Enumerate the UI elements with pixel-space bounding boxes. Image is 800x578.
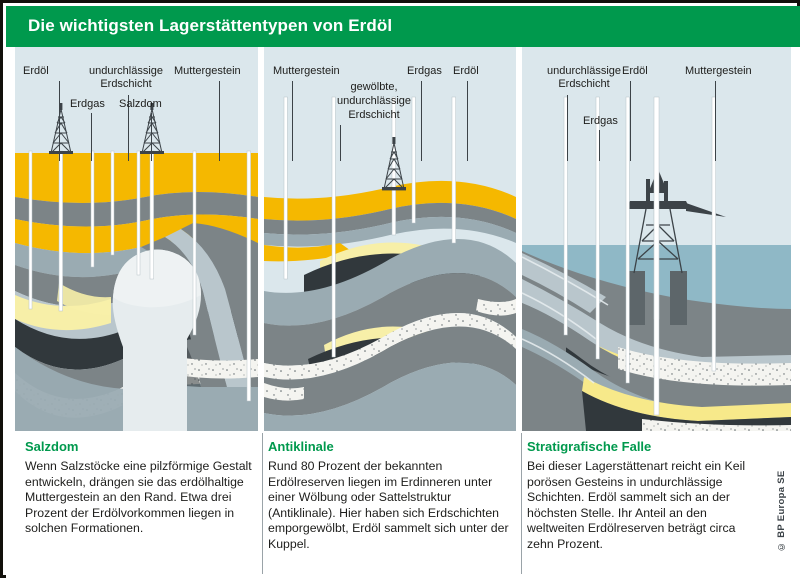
copyright-notice: © BP Europa SE: [776, 470, 787, 552]
caption-stratigrafische-falle: Stratigrafische Falle Bei dieser Lagerst…: [527, 439, 765, 553]
panel-salzdom-illustration: [15, 47, 258, 431]
caption-stratigrafische-falle-heading: Stratigrafische Falle: [527, 439, 652, 454]
leader-panel1-salzdom: [151, 113, 152, 161]
caption-stratigrafische-falle-body: Bei dieser Lagerstättenart reicht ein Ke…: [527, 459, 746, 551]
leader-panel1-muttergestein: [219, 81, 220, 161]
leader-panel1-erdgas: [91, 113, 92, 161]
panel-antiklinale-illustration: [264, 47, 516, 431]
label-panel2-erdgas: Erdgas: [407, 65, 442, 77]
caption-divider-1: [262, 433, 263, 574]
label-panel3-muttergestein: Muttergestein: [685, 65, 752, 77]
leader-panel2-muttergestein: [292, 81, 293, 161]
caption-antiklinale-body: Rund 80 Prozent der bekannten Erdölreser…: [268, 459, 509, 551]
caption-antiklinale-heading: Antiklinale: [268, 439, 334, 454]
panel-stratigrafische-falle-illustration: [522, 47, 791, 431]
label-panel2-erdoel: Erdöl: [453, 65, 479, 77]
label-panel3-erdoel: Erdöl: [622, 65, 648, 77]
leader-panel2-gewoelbte-undurchlaessige-erdschicht: [340, 125, 341, 161]
stratigraphic-trap-cross-section: [522, 47, 791, 431]
label-panel1-erdgas: Erdgas: [70, 98, 105, 110]
label-panel2-muttergestein: Muttergestein: [273, 65, 340, 77]
anticline-cross-section: [264, 47, 516, 431]
leader-panel1-undurchlaessige-erdschicht: [128, 95, 129, 161]
illustration-area: Erdöl undurchlässige Erdschicht Mutterge…: [6, 47, 800, 431]
salt-dome-cross-section: [15, 47, 258, 431]
derrick-tower: [382, 137, 406, 191]
caption-area: Salzdom Wenn Salzstöcke eine pilzförmige…: [6, 431, 800, 578]
caption-antiklinale: Antiklinale Rund 80 Prozent der bekannte…: [268, 439, 513, 553]
caption-salzdom-heading: Salzdom: [25, 439, 79, 454]
page-title: Die wichtigsten Lagerstättentypen von Er…: [28, 16, 393, 35]
label-panel3-erdgas: Erdgas: [583, 115, 618, 127]
label-panel1-salzdom: Salzdom: [119, 98, 162, 110]
leader-panel3-erdgas: [599, 130, 600, 161]
leader-panel2-erdgas: [421, 81, 422, 161]
label-panel2-gewoelbte-undurchlaessige-erdschicht: gewölbte, undurchlässige Erdschicht: [337, 81, 411, 121]
leader-panel2-erdoel: [467, 81, 468, 161]
caption-divider-2: [521, 433, 522, 574]
leader-panel1-erdoel: [59, 81, 60, 161]
label-panel1-muttergestein: Muttergestein: [174, 65, 241, 77]
leader-panel3-muttergestein: [715, 81, 716, 161]
label-panel1-undurchlaessige-erdschicht: undurchlässige Erdschicht: [89, 65, 163, 90]
caption-salzdom: Salzdom Wenn Salzstöcke eine pilzförmige…: [25, 439, 263, 537]
label-panel3-undurchlaessige-erdschicht: undurchlässige Erdschicht: [547, 65, 621, 90]
label-panel1-erdoel: Erdöl: [23, 65, 49, 77]
leader-panel3-erdoel: [630, 81, 631, 161]
header-bar: Die wichtigsten Lagerstättentypen von Er…: [6, 6, 800, 47]
leader-panel3-undurchlaessige-erdschicht: [567, 95, 568, 161]
derrick-tower: [49, 103, 164, 154]
caption-salzdom-body: Wenn Salzstöcke eine pilzförmige Gestalt…: [25, 459, 252, 536]
